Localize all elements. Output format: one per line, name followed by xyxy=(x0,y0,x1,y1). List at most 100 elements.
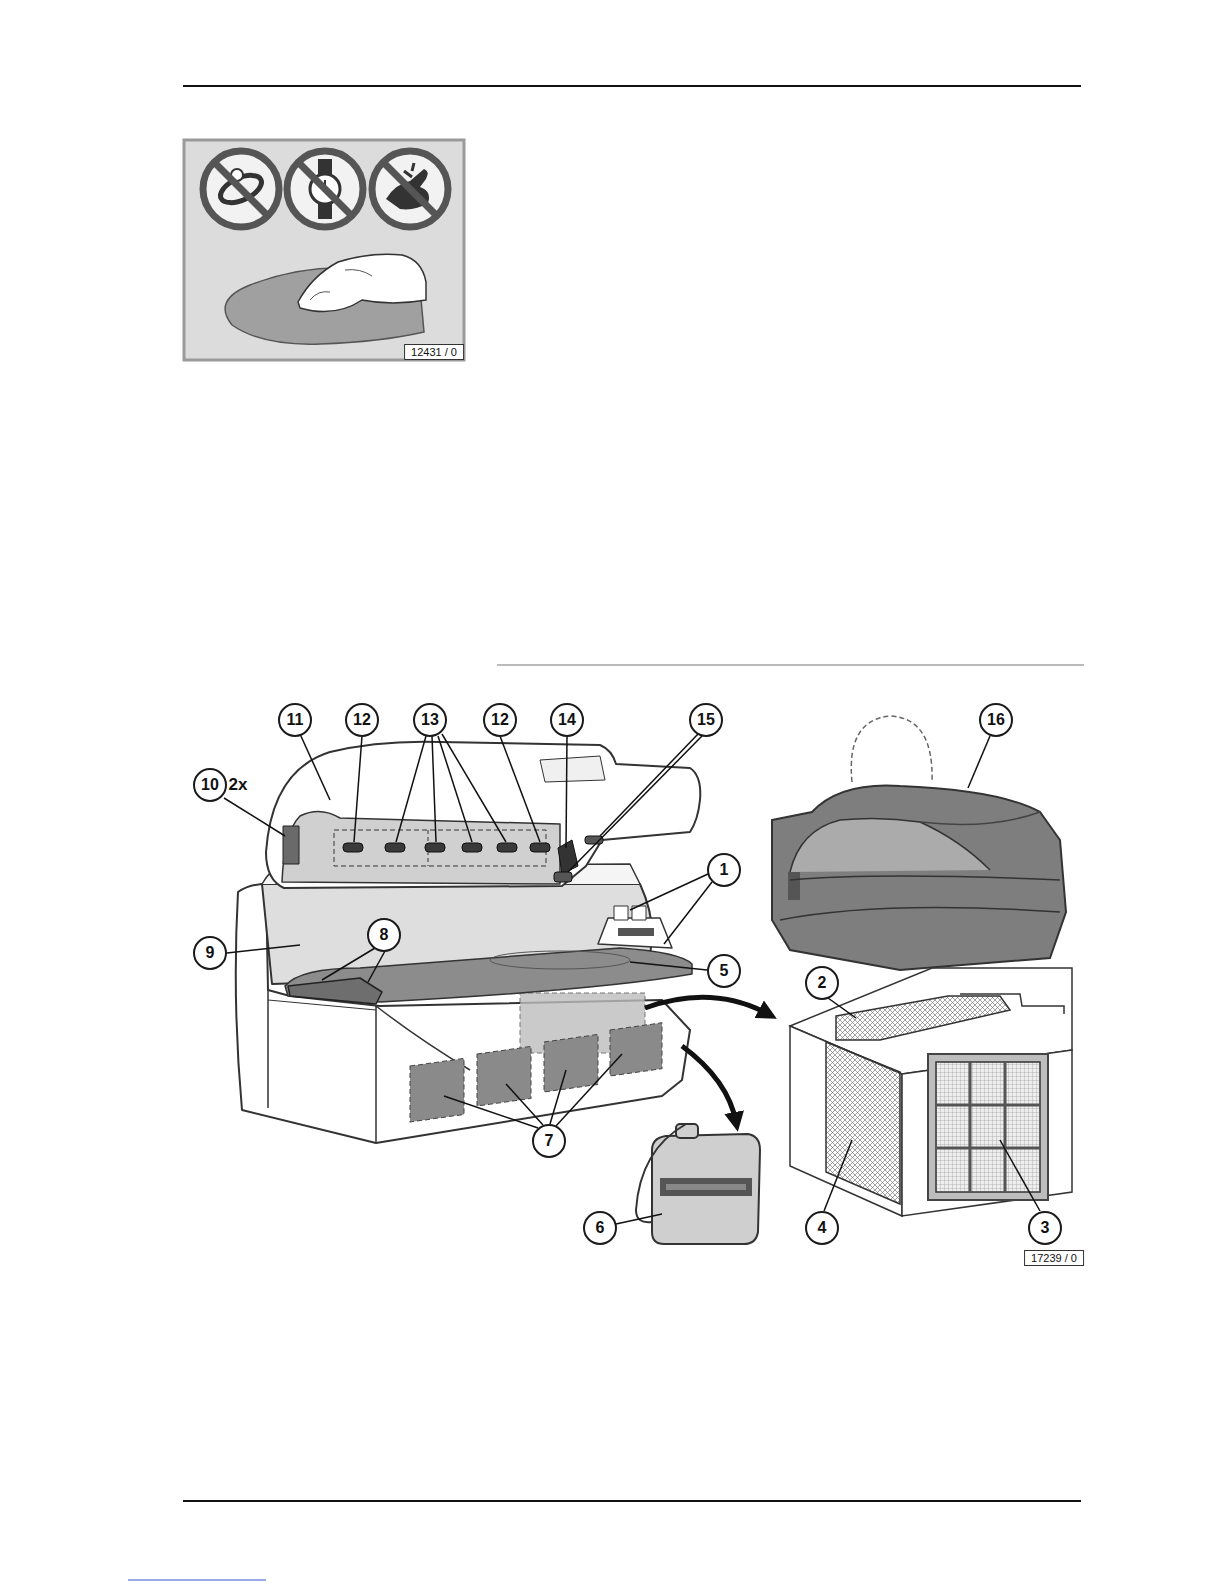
leader-lines-part xyxy=(432,736,436,842)
tanning-bed-part-part xyxy=(343,843,363,852)
page-rules-part xyxy=(183,1500,1081,1502)
leader-lines-part xyxy=(1000,1140,1040,1211)
leader-lines-part xyxy=(566,736,567,848)
cleaning-figure-part xyxy=(184,140,464,360)
canister-part xyxy=(636,1124,686,1222)
tanning-bed-part xyxy=(266,742,700,888)
tanning-bed-part xyxy=(610,1023,662,1076)
callout-number: 10 xyxy=(193,768,227,802)
callout-number: 9 xyxy=(193,936,227,970)
tanning-bed-part xyxy=(477,1046,531,1106)
leader-lines xyxy=(224,734,1040,1224)
tanning-bed-part xyxy=(410,1058,464,1122)
leader-lines-part xyxy=(824,1140,852,1211)
tanning-bed-part-part xyxy=(425,843,445,852)
no-ring-symbol-part xyxy=(203,151,279,227)
canister-part xyxy=(660,1178,752,1196)
filter-box-part xyxy=(936,1062,1040,1192)
leader-lines-part xyxy=(354,736,362,842)
callout-number: 4 xyxy=(805,1211,839,1245)
callout-number: 8 xyxy=(367,918,401,952)
callout-number: 15 xyxy=(689,703,723,737)
tanning-bed-part xyxy=(236,884,690,1143)
canister xyxy=(636,1124,760,1244)
leader-lines-part xyxy=(438,736,472,842)
leader-lines-part xyxy=(616,1214,662,1224)
no-jewelry-hand-symbol xyxy=(372,151,448,227)
leader-lines-part xyxy=(442,734,506,842)
no-watch-symbol-part xyxy=(287,151,363,227)
leader-lines-part xyxy=(444,1096,538,1128)
leader-lines-part xyxy=(556,1054,622,1126)
transfer-arrows-part xyxy=(682,1046,736,1122)
callout-number: 12 xyxy=(483,703,517,737)
tanning-bed-part xyxy=(334,830,546,866)
filter-box-part xyxy=(928,1054,1048,1200)
callout-number: 13 xyxy=(413,703,447,737)
leader-lines-part xyxy=(506,1084,543,1125)
filter-box xyxy=(790,968,1072,1216)
callout-number: 16 xyxy=(979,703,1013,737)
callout-number: 3 xyxy=(1028,1211,1062,1245)
leader-lines-part xyxy=(630,962,707,970)
callout-number: 14 xyxy=(550,703,584,737)
tanning-bed-part-part xyxy=(385,843,405,852)
no-ring-symbol xyxy=(203,151,279,227)
leader-lines-part xyxy=(630,874,708,910)
leader-lines-part xyxy=(600,734,698,836)
tanning-bed-part-part xyxy=(462,843,482,852)
filter-box-part xyxy=(902,1050,1072,1216)
callout-number: 6 xyxy=(583,1211,617,1245)
leader-lines-part xyxy=(300,734,330,800)
canister-part xyxy=(676,1124,698,1138)
quantity-note: 2x xyxy=(228,775,249,795)
leader-lines-part xyxy=(224,798,285,836)
tanning-bed-part xyxy=(618,928,654,936)
no-watch-symbol-part xyxy=(299,163,351,215)
tanning-bed-part xyxy=(614,906,628,920)
covered-bed-part xyxy=(780,876,1060,920)
tanning-bed-part-part xyxy=(497,843,517,852)
leader-lines-part xyxy=(828,998,856,1018)
leader-lines-part xyxy=(968,736,990,788)
leader-lines-part xyxy=(550,1070,566,1124)
filter-box-part xyxy=(836,996,1010,1040)
callout-number: 12 xyxy=(345,703,379,737)
tanning-bed-part xyxy=(490,951,630,969)
cleaning-figure xyxy=(184,140,464,360)
canister-part xyxy=(652,1134,760,1244)
no-watch-symbol xyxy=(287,151,363,227)
filter-box-part xyxy=(936,1062,1040,1192)
leader-lines-part xyxy=(368,951,385,982)
leader-lines-part xyxy=(664,882,712,944)
callout-number: 5 xyxy=(707,954,741,988)
leader-lines-part xyxy=(396,736,426,842)
tanning-bed-part xyxy=(540,756,605,782)
no-jewelry-hand-symbol-part xyxy=(404,163,414,177)
tanning-bed xyxy=(236,742,701,1143)
cleaning-figure-part xyxy=(310,270,372,300)
covered-bed-part xyxy=(851,716,932,782)
canister-part xyxy=(666,1184,746,1190)
hand xyxy=(298,254,426,311)
callout-number: 11 xyxy=(278,703,312,737)
leader-lines-part xyxy=(500,736,540,842)
filter-box-part xyxy=(790,1026,902,1216)
callout-number: 7 xyxy=(532,1124,566,1158)
figure-number: 17239 / 0 xyxy=(1024,1250,1084,1266)
leader-lines-part xyxy=(227,945,300,953)
covered-bed-part xyxy=(790,818,990,872)
covered-bed-part xyxy=(772,786,1066,970)
page-rules-part xyxy=(128,1580,266,1581)
covered-bed-part xyxy=(920,812,1040,824)
transfer-arrows-part xyxy=(645,997,768,1014)
page-rules xyxy=(128,86,1084,1580)
callout-number: 2 xyxy=(805,966,839,1000)
tanning-bed-part xyxy=(343,843,550,852)
page-rules-part xyxy=(497,664,1084,666)
page-rules-part xyxy=(183,85,1081,87)
tanning-bed-part xyxy=(268,990,470,1143)
tanning-bed-part xyxy=(283,826,299,864)
transfer-arrows xyxy=(645,997,768,1122)
